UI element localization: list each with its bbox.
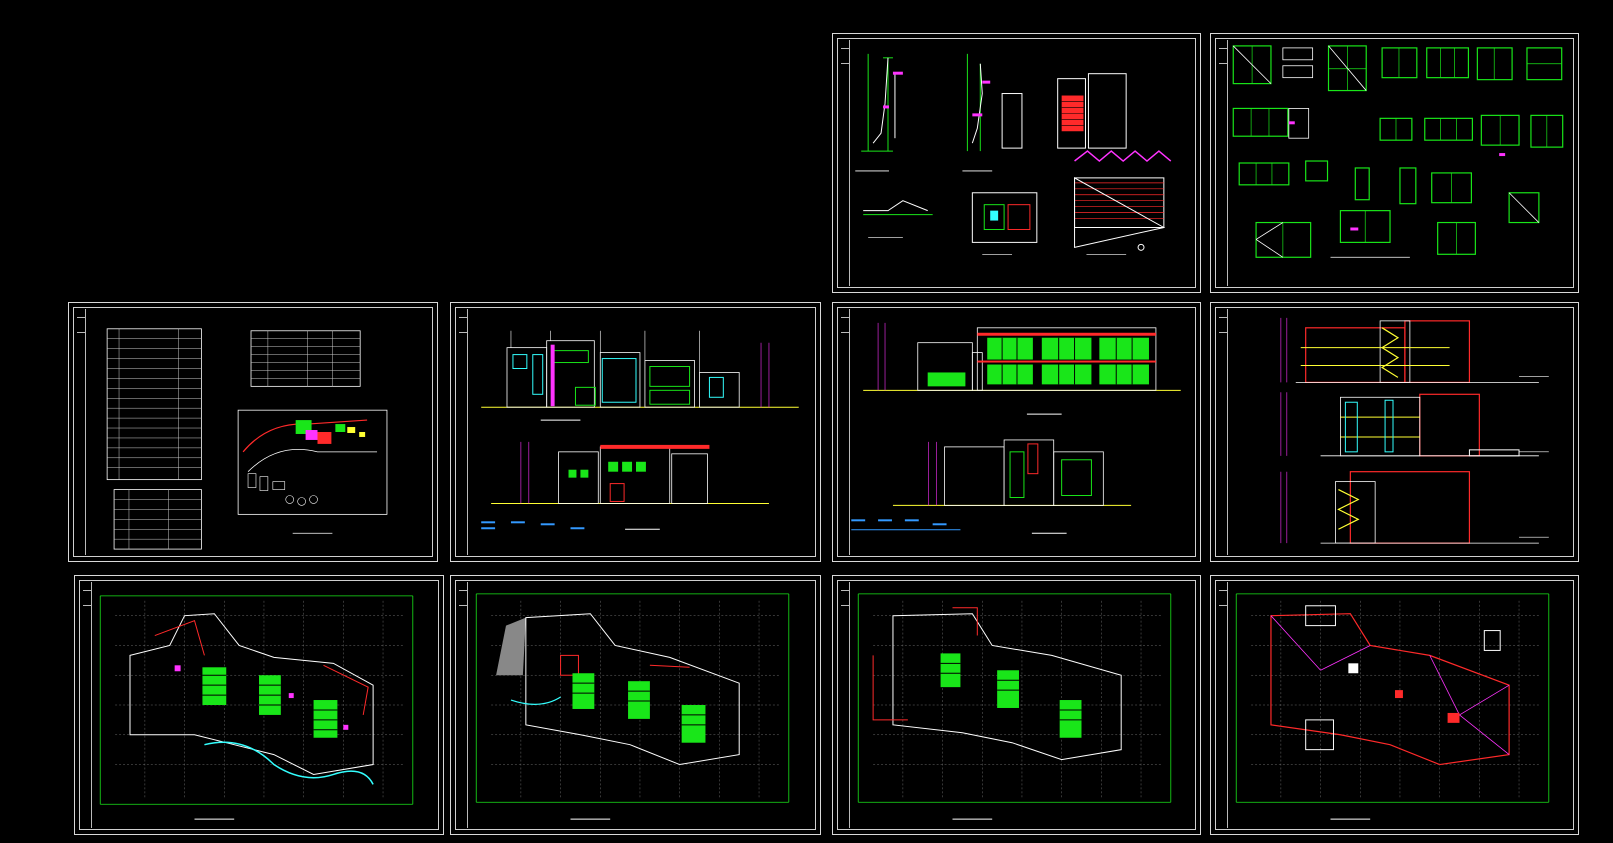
sheet-border: [837, 580, 1196, 830]
drawing-sheet-design-notes[interactable]: [68, 302, 438, 562]
sheet-border: [73, 307, 433, 557]
sheet-title-strip: [841, 582, 850, 828]
sheet-border: [1215, 580, 1574, 830]
sheet-title-strip: [1219, 40, 1228, 286]
sheet-title-strip: [459, 582, 468, 828]
drawing-sheet-roof-plan[interactable]: [1210, 575, 1579, 835]
sheet-border: [455, 307, 816, 557]
sheet-title-strip: [841, 40, 850, 286]
sheet-title-strip: [83, 582, 92, 828]
sheet-title-strip: [1219, 309, 1228, 555]
drawing-sheet-window-schedule[interactable]: [1210, 33, 1579, 293]
elevations-a-drawing: [481, 330, 799, 530]
sheet-border: [1215, 307, 1574, 557]
drawing-sheet-floor-plan-1[interactable]: [74, 575, 444, 835]
sheet-title-strip: [77, 309, 86, 555]
drawing-sheet-details[interactable]: [832, 33, 1201, 293]
drawing-sheet-floor-plan-3[interactable]: [832, 575, 1201, 835]
design-notes-drawing: [106, 328, 388, 550]
floor-plan-3-drawing: [857, 593, 1172, 820]
sheet-border: [1215, 38, 1574, 288]
sheet-border: [79, 580, 439, 830]
sheet-border: [455, 580, 816, 830]
sheet-title-strip: [841, 309, 850, 555]
sheet-border: [837, 307, 1196, 557]
drawing-sheet-sections[interactable]: [1210, 302, 1579, 562]
elevations-b-drawing: [851, 322, 1181, 534]
drawing-sheet-elevations-a[interactable]: [450, 302, 821, 562]
sheet-border: [837, 38, 1196, 288]
sheet-title-strip: [459, 309, 468, 555]
sections-drawing: [1280, 317, 1549, 544]
roof-plan-drawing: [1235, 593, 1550, 820]
floor-plan-1-drawing: [99, 595, 414, 820]
drawing-sheet-floor-plan-2[interactable]: [450, 575, 821, 835]
sheet-title-strip: [1219, 582, 1228, 828]
floor-plan-2-drawing: [475, 593, 790, 820]
details-drawing: [855, 53, 1172, 255]
window-schedule-drawing: [1232, 45, 1564, 258]
drawing-sheet-elevations-b[interactable]: [832, 302, 1201, 562]
